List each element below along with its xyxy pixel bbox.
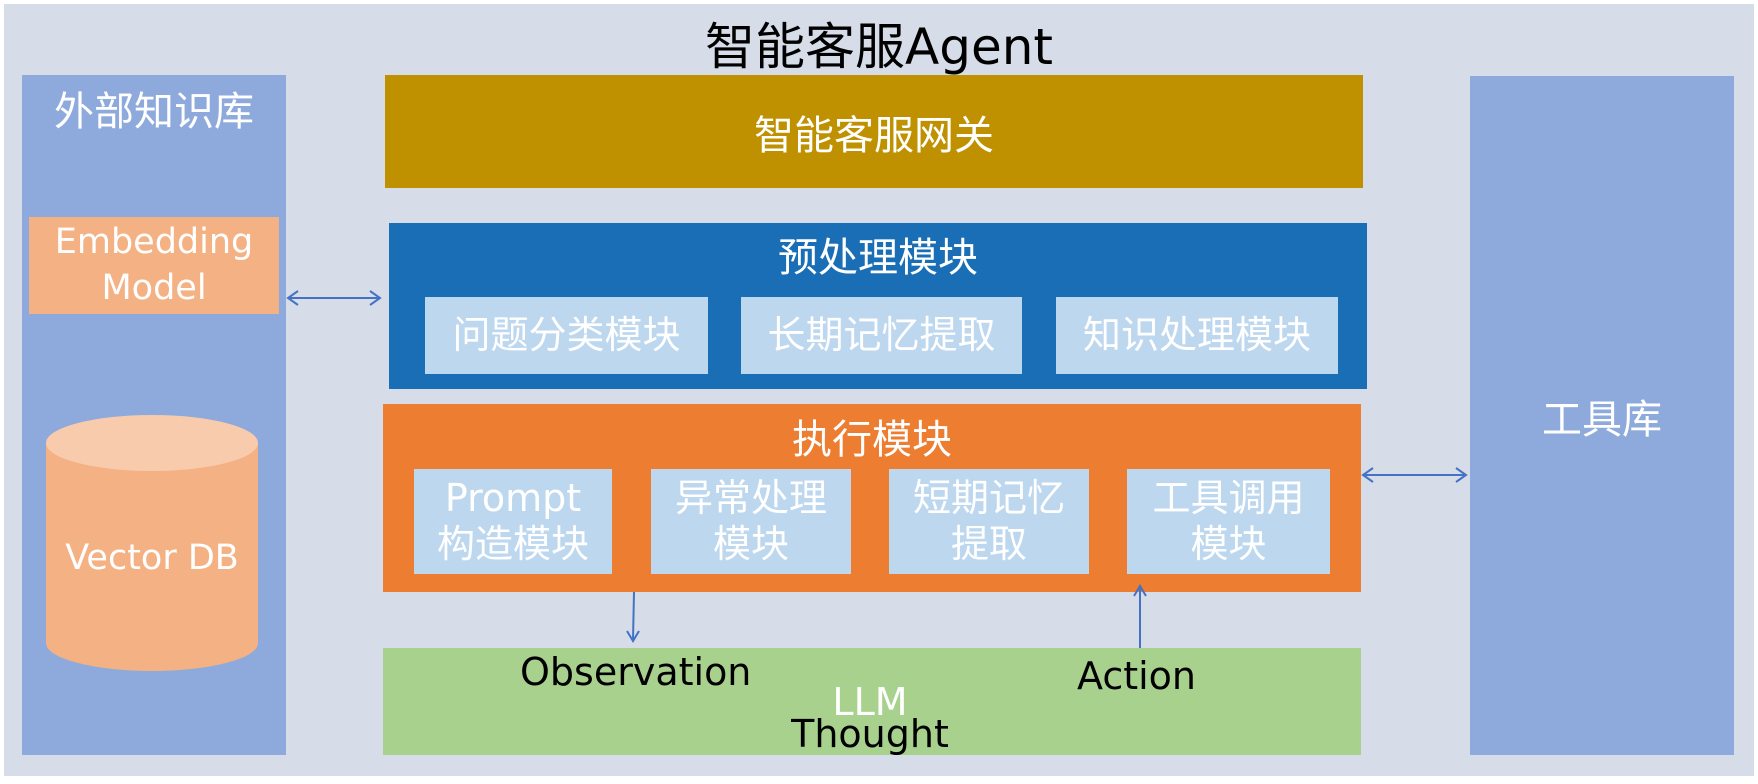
action-label: Action xyxy=(1077,654,1197,698)
arrowhead-up xyxy=(1133,584,1147,597)
vector-db-body xyxy=(46,443,258,671)
vector-db-label: Vector DB xyxy=(65,538,239,578)
llm-label: LLM xyxy=(832,680,908,724)
llm-box xyxy=(383,648,1361,755)
arrowhead-right xyxy=(1455,467,1468,483)
exec-item-line1: 短期记忆 xyxy=(912,475,1065,520)
execution-title: 执行模块 xyxy=(792,417,952,463)
exec-item-line2: 模块 xyxy=(1190,521,1267,566)
arrowhead-right xyxy=(369,290,382,306)
knowledge-base-label: 外部知识库 xyxy=(54,89,254,135)
exec-item-short-term-memory: 短期记忆 提取 xyxy=(889,469,1089,574)
tool-library-label: 工具库 xyxy=(1542,397,1662,443)
preprocess-item-long-term-memory: 长期记忆提取 xyxy=(741,297,1022,374)
exec-item-line2: 构造模块 xyxy=(436,521,589,566)
arrowhead-down xyxy=(626,630,640,643)
exec-item-line1: Prompt xyxy=(444,475,582,520)
exec-item-line1: 异常处理 xyxy=(674,475,827,520)
preprocess-item-knowledge-processing: 知识处理模块 xyxy=(1056,297,1338,374)
embedding-model-box: Embedding Model xyxy=(29,217,279,314)
thought-label: Thought xyxy=(791,712,949,756)
vector-db-top xyxy=(46,415,258,471)
exec-item-line2: 模块 xyxy=(712,521,789,566)
exec-item-tool-invocation: 工具调用 模块 xyxy=(1127,469,1330,574)
observation-arrow xyxy=(632,591,635,641)
exec-item-exception-handling: 异常处理 模块 xyxy=(651,469,851,574)
embedding-model-line1: Embedding xyxy=(54,222,254,262)
arrowhead-left xyxy=(1361,467,1374,483)
exec-item-line2: 提取 xyxy=(950,521,1027,566)
preprocess-title: 预处理模块 xyxy=(778,235,978,281)
tool-library-column xyxy=(1470,76,1734,755)
gateway-box: 智能客服网关 xyxy=(385,75,1363,188)
embedding-model-line2: Model xyxy=(101,267,207,308)
observation-label: Observation xyxy=(520,650,752,694)
exec-item-prompt-construction: Prompt 构造模块 xyxy=(414,469,612,574)
preprocess-item-question-classification: 问题分类模块 xyxy=(425,297,708,374)
arrowhead-left xyxy=(286,290,299,306)
diagram-title: 智能客服Agent xyxy=(705,18,1053,76)
exec-item-line1: 工具调用 xyxy=(1152,475,1305,520)
